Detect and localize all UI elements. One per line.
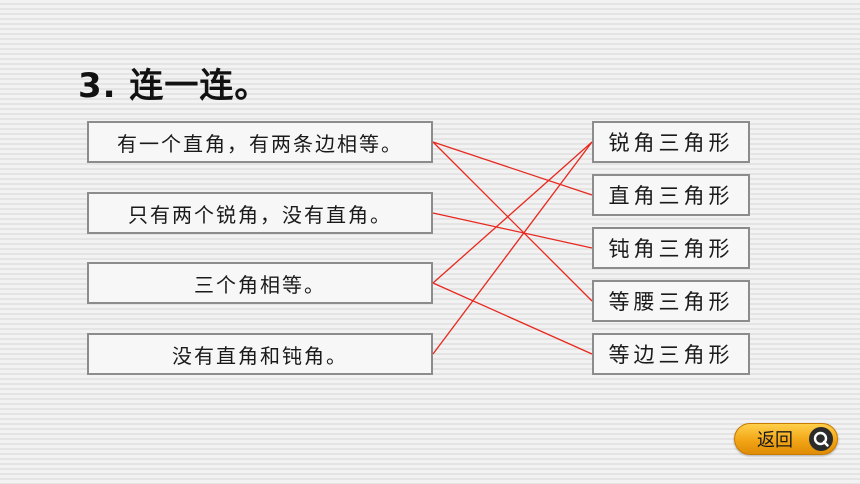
connection-line-2-0 [432,141,593,284]
connection-line-3-0 [432,141,593,355]
right-item-1[interactable]: 直角三角形 [592,174,750,216]
right-item-2[interactable]: 钝角三角形 [592,227,750,269]
back-button[interactable]: 返回 [734,423,838,455]
connection-line-1-2 [432,212,593,249]
search-back-icon [809,427,833,451]
left-item-0[interactable]: 有一个直角，有两条边相等。 [87,121,433,163]
connection-line-2-4 [432,282,593,355]
connection-line-0-1 [432,141,593,196]
right-item-4[interactable]: 等边三角形 [592,333,750,375]
page-title: 3. 连一连。 [78,66,270,106]
left-item-1[interactable]: 只有两个锐角，没有直角。 [87,192,433,234]
back-button-label: 返回 [757,430,793,451]
right-item-0[interactable]: 锐角三角形 [592,121,750,163]
left-item-3[interactable]: 没有直角和钝角。 [87,333,433,375]
right-item-3[interactable]: 等腰三角形 [592,280,750,322]
left-item-2[interactable]: 三个角相等。 [87,262,433,304]
connection-line-0-3 [432,141,593,302]
